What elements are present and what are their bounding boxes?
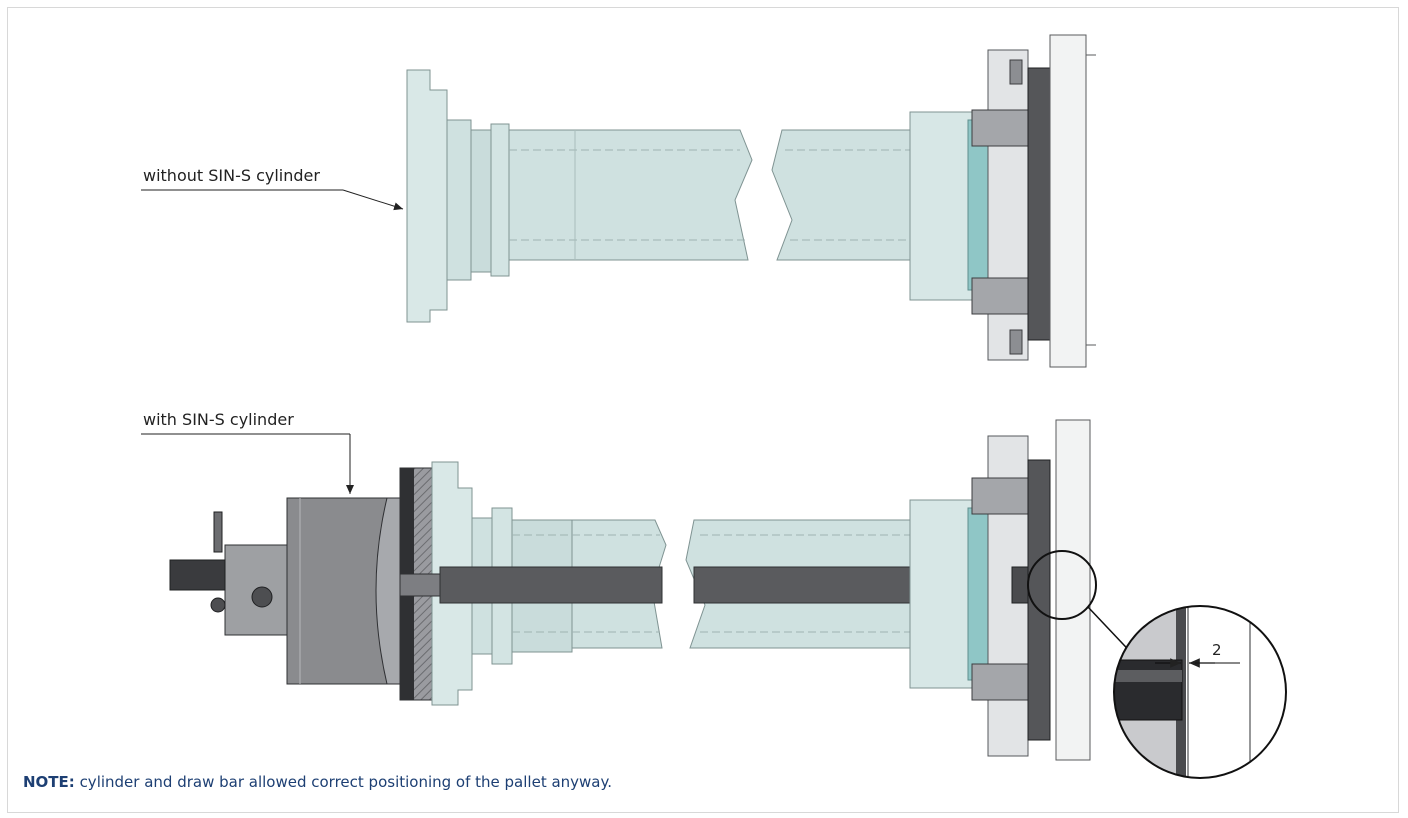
detail-draw-bar-tip [1114, 659, 1183, 721]
rear-flange [406, 69, 448, 323]
note-text: NOTE: cylinder and draw bar allowed corr… [23, 773, 612, 791]
callout-without [141, 189, 404, 211]
rotary-joint-pin [213, 511, 223, 553]
rotary-joint-fitting [251, 586, 273, 608]
rotary-joint-nut [210, 597, 226, 613]
label-without-cylinder: without SIN-S cylinder [143, 166, 320, 185]
clamp-jaw-top-2 [971, 477, 1033, 515]
assembly-with-cylinder [169, 419, 1141, 761]
figure-frame [7, 7, 1399, 813]
flange-step [446, 119, 472, 281]
note-prefix: NOTE: [23, 773, 75, 791]
dark-plate [1027, 67, 1051, 341]
pallet-2 [1055, 419, 1091, 761]
callout-with [141, 433, 354, 494]
draw-bar-left [439, 566, 663, 604]
label-with-cylinder: with SIN-S cylinder [143, 410, 294, 429]
detail-circle [1113, 605, 1287, 779]
note-body: cylinder and draw bar allowed correct po… [74, 773, 613, 791]
detail-marker-circle [1027, 550, 1097, 620]
front-housing [909, 111, 973, 301]
detail-view [1113, 605, 1287, 779]
collar-1 [470, 129, 492, 273]
cylinder-cutaway [375, 497, 401, 685]
dark-plate-2 [1027, 459, 1051, 741]
clamp-jaw-bottom-2 [971, 663, 1033, 701]
collar-2 [490, 123, 510, 277]
front-housing-2 [909, 499, 973, 689]
clamp-screw-2 [1009, 329, 1023, 355]
rotary-joint-body [224, 544, 288, 636]
pallet [1049, 34, 1087, 368]
clamp-screw-1 [1009, 59, 1023, 85]
dimension-label: 2 [1212, 641, 1222, 659]
clamp-jaw-bottom [971, 277, 1033, 315]
clamp-jaw-top [971, 109, 1033, 147]
spindle-body-left [508, 129, 753, 261]
draw-bar-seal [399, 573, 441, 597]
detail-pallet [1187, 606, 1251, 778]
assembly-without-cylinder [406, 34, 1096, 368]
sin-s-cylinder [286, 497, 388, 685]
rotary-joint-stem [169, 559, 226, 591]
